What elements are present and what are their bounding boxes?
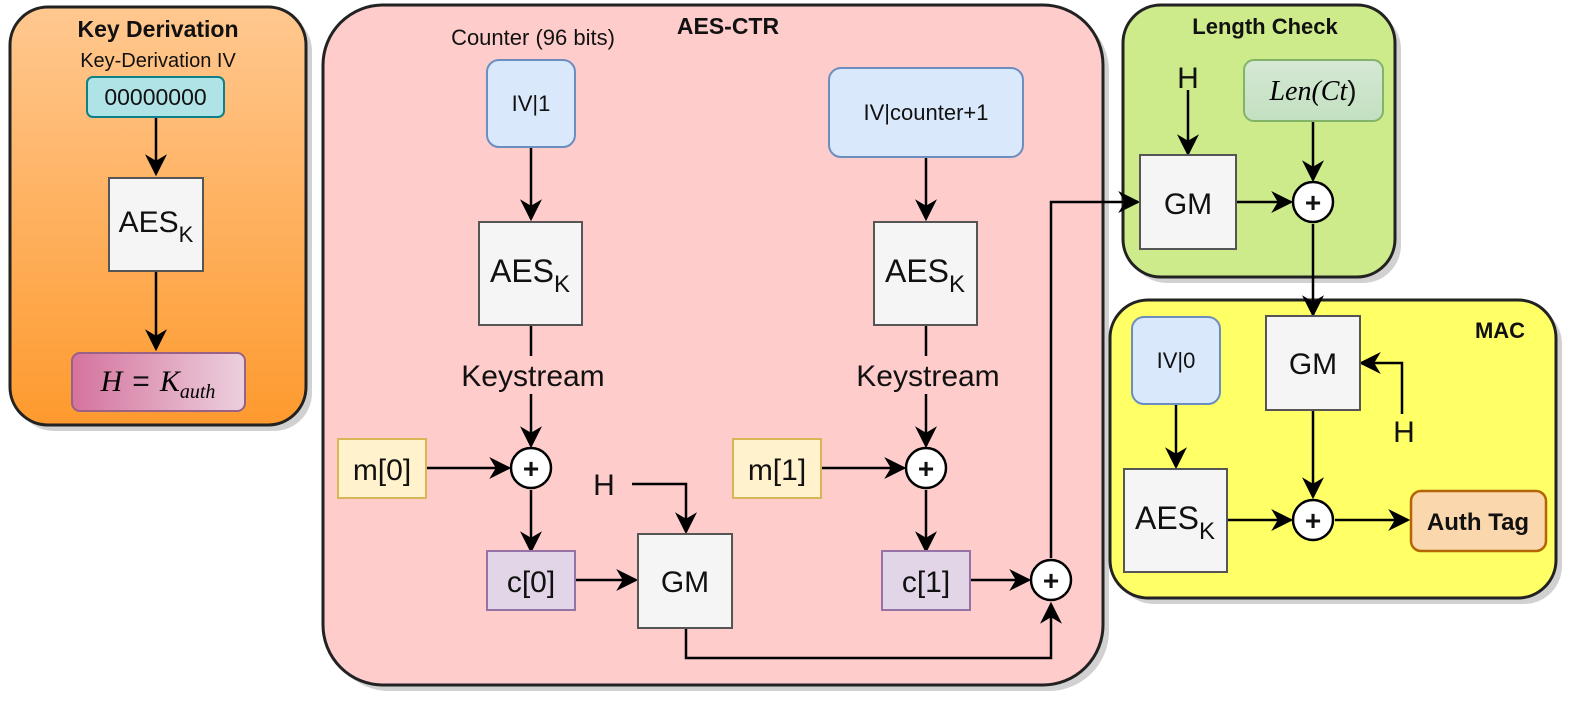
key-derivation-iv-box: 00000000 — [86, 76, 225, 118]
xor-symbol: + — [1305, 187, 1321, 218]
c1-label: c[1] — [902, 566, 950, 599]
keystream-label-0: Keystream — [461, 360, 604, 393]
aes-label: AESK — [490, 253, 570, 298]
xor-symbol: + — [523, 453, 539, 484]
iv0-box: IV|0 — [1131, 316, 1221, 405]
aes-label: AESK — [119, 206, 194, 247]
key-derivation-iv-label: Key-Derivation IV — [80, 50, 236, 72]
xor-symbol: + — [918, 453, 934, 484]
c1-box: c[1] — [881, 550, 971, 611]
gm-box-ctr: GM — [637, 533, 733, 629]
aes-ctr-group — [321, 3, 1109, 691]
len-ct-label: Len(Ct) — [1268, 75, 1356, 107]
m1-label: m[1] — [748, 454, 806, 487]
xor-symbol: + — [1043, 565, 1059, 596]
xor-symbol: + — [1305, 505, 1321, 536]
aes-block-0: AESK — [478, 221, 583, 326]
iv1-box: IV|1 — [486, 59, 576, 148]
len-ct-box: Len(Ct) — [1243, 59, 1384, 122]
iv-counter-box: IV|counter+1 — [828, 67, 1024, 158]
gm-box-length: GM — [1139, 154, 1237, 250]
xor-m1: + — [904, 446, 948, 490]
keystream-label-1: Keystream — [856, 360, 999, 393]
c0-label: c[0] — [507, 566, 555, 599]
counter-label: Counter (96 bits) — [451, 25, 615, 50]
m0-box: m[0] — [337, 438, 427, 499]
aes-block-1: AESK — [873, 221, 978, 326]
xor-m0: + — [509, 446, 553, 490]
gm-label: GM — [1289, 348, 1337, 381]
aes-block-mac: AESK — [1123, 468, 1228, 573]
h-label-ctr: H — [593, 469, 615, 502]
xor-mac: + — [1291, 498, 1335, 542]
key-derivation-title: Key Derivation — [77, 16, 238, 42]
auth-tag-box: Auth Tag — [1409, 489, 1548, 553]
connectors — [145, 90, 1411, 660]
mac-title: MAC — [1475, 318, 1525, 343]
aes-label: AESK — [885, 253, 965, 298]
auth-tag-label: Auth Tag — [1427, 509, 1529, 536]
iv0-label: IV|0 — [1157, 348, 1196, 373]
m1-box: m[1] — [732, 438, 822, 499]
c0-box: c[0] — [486, 550, 576, 611]
h-kauth-formula: H=Kauth — [100, 365, 216, 403]
gm-box-mac: GM — [1265, 315, 1361, 411]
h-equals-kauth-box: H=Kauth — [71, 352, 246, 412]
xor-length: + — [1291, 180, 1335, 224]
key-derivation-iv-value: 00000000 — [104, 84, 206, 110]
iv-counter-label: IV|counter+1 — [864, 100, 989, 125]
gm-label: GM — [661, 566, 709, 599]
iv1-label: IV|1 — [512, 91, 551, 116]
key-derivation-aes-box: AESK — [108, 177, 204, 272]
xor-c1: + — [1029, 558, 1073, 602]
gm-label: GM — [1164, 188, 1212, 221]
aes-label: AESK — [1135, 500, 1215, 545]
h-label-length: H — [1177, 62, 1199, 95]
length-check-title: Length Check — [1192, 14, 1338, 39]
h-label-mac: H — [1393, 416, 1415, 449]
m0-label: m[0] — [353, 454, 411, 487]
aes-ctr-title: AES-CTR — [677, 13, 780, 39]
